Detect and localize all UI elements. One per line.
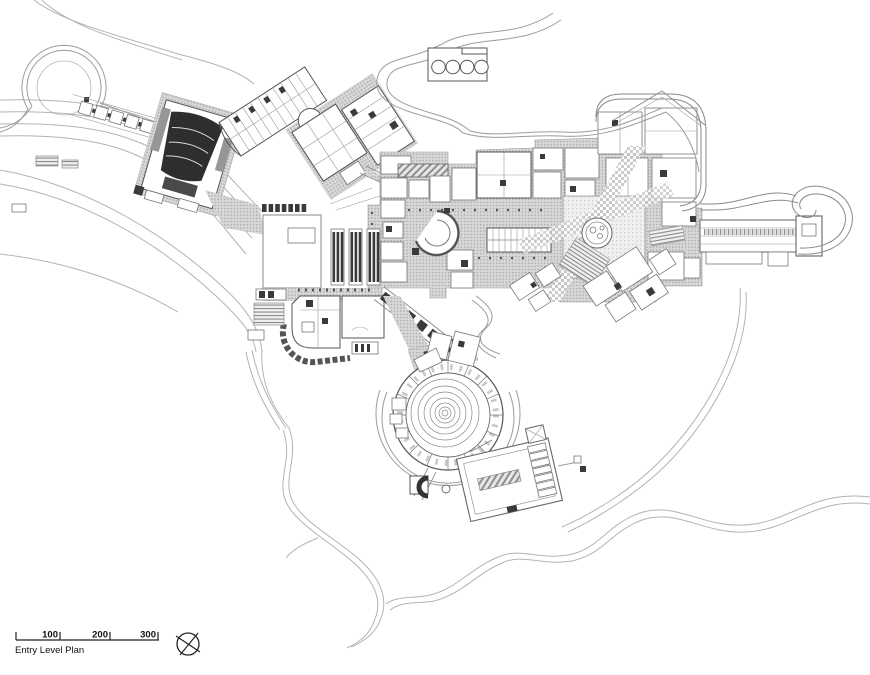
southeast-courtyard (455, 424, 564, 523)
museum-south-pavilions (582, 246, 677, 323)
roof-flap-line (611, 90, 706, 126)
courtyard-east-spur (557, 455, 586, 472)
scale-bar: 100 200 300 (15, 630, 159, 641)
entrance-rotunda (414, 208, 460, 257)
scale-label-100: 100 (42, 630, 58, 641)
tram-bridge-loop (699, 185, 853, 267)
cactus-garden-rooms (509, 262, 562, 312)
north-office-building (218, 66, 328, 157)
museum-west-rooms (380, 155, 474, 289)
research-institute-rotunda (375, 330, 521, 501)
scale-label-300: 300 (140, 630, 156, 641)
tram-promenade (67, 94, 164, 140)
north-arrow-icon (175, 632, 201, 656)
garden-paths (245, 287, 870, 649)
north-service-road (376, 12, 700, 173)
south-garden-path (471, 295, 501, 359)
auditorium-apron (205, 190, 266, 235)
restaurant-building (285, 72, 419, 201)
west-edge-structures (11, 155, 79, 213)
parking-plaza (262, 187, 381, 289)
plan-title: Entry Level Plan (15, 645, 84, 656)
scale-label-200: 200 (92, 630, 108, 641)
cooling-tank-building (427, 47, 489, 82)
museum-courtyard-fountain (518, 146, 686, 302)
auditorium-building (133, 92, 246, 217)
staff-building (279, 295, 385, 366)
colonnade-dots (370, 208, 548, 284)
museum-north-galleries (429, 147, 600, 203)
escalator-bank (330, 228, 381, 286)
west-terraces (247, 288, 287, 341)
